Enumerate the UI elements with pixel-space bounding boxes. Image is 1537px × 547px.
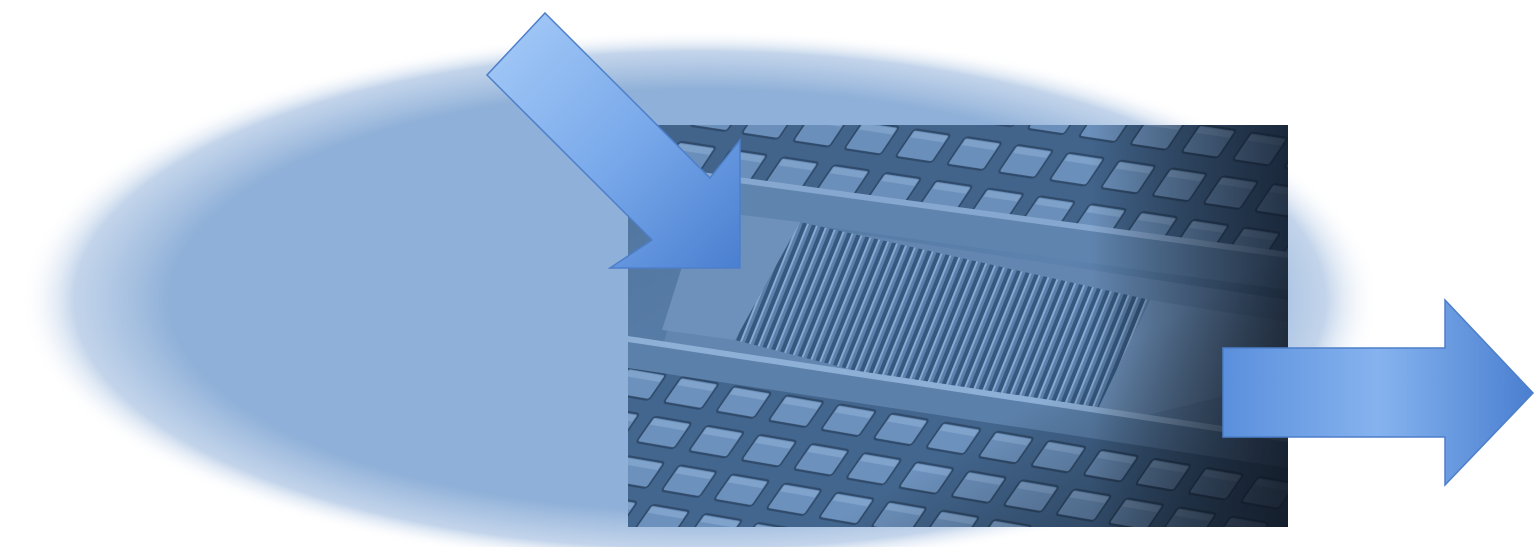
illustration: [0, 0, 1537, 547]
figure-canvas: [0, 0, 1537, 547]
